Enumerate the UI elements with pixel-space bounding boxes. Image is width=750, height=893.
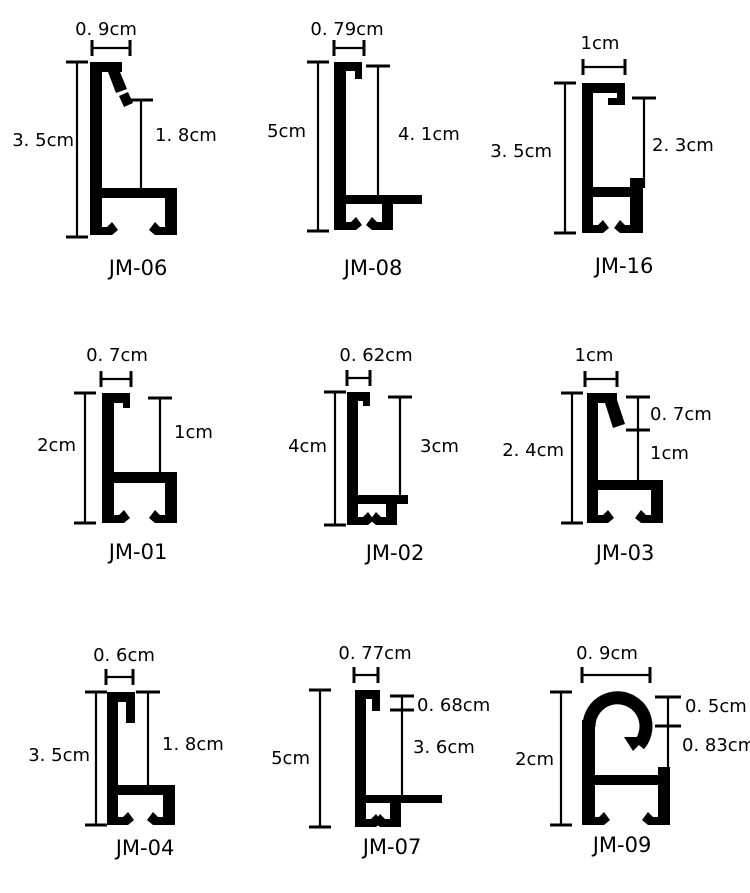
inner-height-label: 3cm [420, 436, 459, 457]
profile-figure-jm-08: 0. 79cm 5cm 4. 1cm JM-08 [267, 19, 460, 280]
top-width-label: 0. 9cm [75, 19, 137, 40]
inner-height-dimension [136, 690, 160, 786]
height-label: 2. 4cm [502, 440, 564, 461]
profile-figure-jm-02: 0. 62cm 4cm 3cm JM-02 [288, 345, 459, 565]
profile-name: JM-02 [364, 541, 425, 565]
top-width-bracket [99, 371, 133, 387]
inner-height-label: 4. 1cm [398, 124, 460, 145]
top-width-bracket [345, 370, 372, 386]
height-dimension [550, 690, 572, 827]
height-label: 2cm [37, 435, 76, 456]
profile-name: JM-04 [114, 836, 175, 860]
profile-figure-jm-16: 1cm 3. 5cm 2. 3cm JM-16 [490, 33, 714, 278]
height-dimension [66, 60, 88, 239]
top-width-label: 0. 62cm [339, 345, 412, 366]
top-width-bracket [332, 40, 366, 56]
top-width-bracket [104, 669, 135, 685]
height-dimension [74, 391, 96, 525]
inner-dimension [390, 694, 414, 796]
inner-bottom-label: 3. 6cm [413, 737, 475, 758]
profile-shape [102, 393, 177, 523]
height-label: 5cm [271, 748, 310, 769]
profile-name: JM-03 [594, 541, 655, 565]
inner-top-label: 0. 5cm [685, 696, 747, 717]
top-width-bracket [581, 59, 627, 75]
profile-figure-jm-01: 0. 7cm 2cm 1cm JM-01 [37, 345, 213, 564]
inner-dimension [655, 695, 681, 776]
inner-dimension [626, 395, 650, 481]
height-dimension [554, 81, 576, 235]
height-dimension [561, 391, 583, 525]
profile-shape [347, 392, 408, 525]
inner-height-dimension [632, 96, 656, 188]
profile-shape [355, 690, 442, 827]
height-label: 3. 5cm [490, 141, 552, 162]
profile-shape [587, 393, 663, 523]
top-width-label: 0. 9cm [576, 643, 638, 664]
inner-height-label: 1. 8cm [162, 734, 224, 755]
inner-height-dimension [148, 396, 172, 473]
height-label: 5cm [267, 121, 306, 142]
top-width-bracket [580, 667, 652, 683]
profile-figure-jm-07: 0. 77cm 5cm 0. 68cm 3. 6cm JM-07 [271, 643, 490, 859]
profile-figure-jm-03: 1cm 2. 4cm 0. 7cm 1cm JM-03 [502, 345, 712, 565]
profile-name: JM-08 [342, 256, 403, 280]
top-width-bracket [90, 40, 132, 56]
inner-top-label: 0. 68cm [417, 695, 490, 716]
top-width-label: 0. 79cm [310, 19, 383, 40]
height-label: 3. 5cm [28, 745, 90, 766]
profile-name: JM-01 [107, 540, 168, 564]
profile-name: JM-16 [593, 254, 654, 278]
height-label: 4cm [288, 436, 327, 457]
inner-height-label: 1. 8cm [155, 125, 217, 146]
top-width-label: 0. 7cm [86, 345, 148, 366]
top-width-label: 1cm [581, 33, 620, 54]
profile-figure-jm-09: 0. 9cm 2cm 0. 5cm 0. 83cm JM-09 [515, 643, 750, 857]
height-label: 3. 5cm [12, 130, 74, 151]
inner-height-dimension [129, 98, 153, 190]
inner-height-dimension [388, 395, 412, 496]
top-width-label: 0. 6cm [93, 645, 155, 666]
inner-height-dimension [366, 64, 390, 196]
inner-height-label: 2. 3cm [652, 135, 714, 156]
profile-name: JM-07 [361, 835, 422, 859]
profile-shape [90, 62, 177, 235]
profile-name: JM-06 [107, 256, 168, 280]
height-label: 2cm [515, 749, 554, 770]
inner-bottom-label: 0. 83cm [682, 735, 750, 756]
profile-figure-jm-06: 0. 9cm 3. 5cm 1. 8cm JM-06 [12, 19, 217, 280]
top-width-bracket [352, 667, 380, 683]
height-dimension [309, 688, 331, 829]
inner-height-label: 1cm [174, 422, 213, 443]
profile-shape [582, 691, 670, 825]
profile-name: JM-09 [591, 833, 652, 857]
top-width-label: 1cm [575, 345, 614, 366]
profile-figure-jm-04: 0. 6cm 3. 5cm 1. 8cm JM-04 [28, 645, 224, 860]
height-dimension [307, 60, 329, 233]
height-dimension [324, 390, 346, 527]
top-width-bracket [583, 371, 619, 387]
profile-shape [334, 62, 422, 230]
profile-shape [107, 692, 175, 825]
inner-top-label: 0. 7cm [650, 404, 712, 425]
top-width-label: 0. 77cm [338, 643, 411, 664]
inner-bottom-label: 1cm [650, 443, 689, 464]
height-dimension [85, 690, 107, 827]
profile-shape [582, 83, 643, 233]
